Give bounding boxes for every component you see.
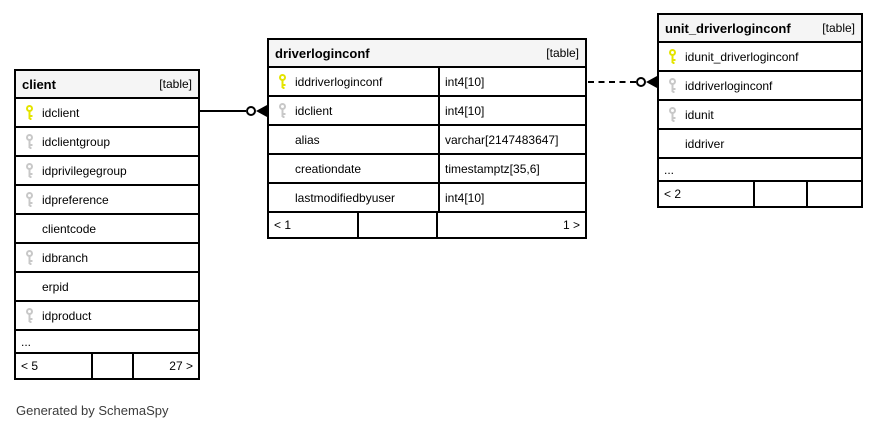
table-header[interactable]: unit_driverloginconf [table]: [659, 15, 861, 43]
foreign-key-icon: [16, 163, 42, 178]
column-name: iddriverloginconf: [295, 68, 440, 95]
column-name: idproduct: [42, 308, 92, 323]
table-body: idunit_driverloginconf iddriverloginconf i…: [659, 43, 861, 206]
column-type: int4[10]: [445, 74, 485, 89]
column-row: idclient: [16, 99, 198, 128]
footer-child-count: 1 >: [562, 218, 580, 232]
relationship-line: [200, 110, 246, 112]
table-client[interactable]: client [table] idclient idclientgroup idpr…: [14, 69, 200, 380]
table-header[interactable]: driverloginconf [table]: [269, 40, 585, 68]
column-row: lastmodifiedbyuser int4[10]: [269, 184, 585, 213]
foreign-key-icon: [16, 250, 42, 265]
column-row: iddriverloginconf: [659, 72, 861, 101]
footer-middle-cell: [359, 213, 438, 237]
footer-parent-count: < 2: [659, 182, 755, 206]
column-row: idunit: [659, 101, 861, 130]
table-title[interactable]: unit_driverloginconf: [665, 20, 791, 36]
table-type-tag: [table]: [822, 21, 855, 35]
column-name: erpid: [42, 279, 69, 294]
column-type: int4[10]: [445, 103, 485, 118]
table-unit-driverloginconf[interactable]: unit_driverloginconf [table] idunit_driv…: [657, 13, 863, 208]
primary-key-icon: [16, 105, 42, 120]
table-header[interactable]: client [table]: [16, 71, 198, 99]
column-row: idunit_driverloginconf: [659, 43, 861, 72]
table-footer: < 2: [659, 182, 861, 206]
footer-middle-cell: [93, 354, 134, 378]
column-row: idbranch: [16, 244, 198, 273]
column-name: clientcode: [42, 221, 97, 236]
column-name: idprivilegegroup: [42, 163, 127, 178]
column-row: idclient int4[10]: [269, 97, 585, 126]
column-name: creationdate: [295, 155, 440, 182]
crow-foot-icon: [256, 105, 267, 117]
footer-middle-cell: [755, 182, 808, 206]
more-columns-ellipsis: ...: [659, 159, 861, 182]
column-name: iddriver: [685, 136, 725, 151]
column-name: idclient: [42, 105, 80, 120]
foreign-key-icon: [16, 134, 42, 149]
table-type-tag: [table]: [546, 46, 579, 60]
table-title[interactable]: client: [22, 76, 56, 92]
column-row: idclientgroup: [16, 128, 198, 157]
column-name: alias: [295, 126, 440, 153]
foreign-key-icon: [659, 107, 685, 122]
foreign-key-icon: [16, 308, 42, 323]
cardinality-circle-icon: [636, 77, 646, 87]
column-row: clientcode: [16, 215, 198, 244]
column-row: iddriver: [659, 130, 861, 159]
column-name: idbranch: [42, 250, 89, 265]
cardinality-circle-icon: [246, 106, 256, 116]
column-row: creationdate timestamptz[35,6]: [269, 155, 585, 184]
column-name: idunit_driverloginconf: [685, 49, 799, 64]
table-body: idclient idclientgroup idprivilegegroup idp…: [16, 99, 198, 378]
table-driverloginconf[interactable]: driverloginconf [table] iddriverlogincon…: [267, 38, 587, 239]
column-row: idproduct: [16, 302, 198, 331]
column-name: idpreference: [42, 192, 109, 207]
footer-parent-count: < 5: [16, 354, 93, 378]
column-name: idunit: [685, 107, 714, 122]
footer-parent-count: < 1: [269, 213, 359, 237]
column-row: iddriverloginconf int4[10]: [269, 68, 585, 97]
column-row: alias varchar[2147483647]: [269, 126, 585, 155]
footer-child-count: [808, 182, 861, 206]
column-name: idclient: [295, 97, 440, 124]
column-name: iddriverloginconf: [685, 78, 773, 93]
column-row: idprivilegegroup: [16, 157, 198, 186]
column-type: int4[10]: [445, 190, 485, 205]
table-body: iddriverloginconf int4[10] idclient int4[10…: [269, 68, 585, 237]
column-row: erpid: [16, 273, 198, 302]
primary-key-icon: [659, 49, 685, 64]
crow-foot-icon: [646, 76, 657, 88]
column-type: varchar[2147483647]: [445, 132, 559, 147]
footer-child-count: 27 >: [169, 359, 193, 373]
table-footer: < 5 27 >: [16, 354, 198, 378]
column-type: timestamptz[35,6]: [445, 161, 540, 176]
foreign-key-icon: [659, 78, 685, 93]
more-columns-ellipsis: ...: [16, 331, 198, 354]
foreign-key-icon: [16, 192, 42, 207]
foreign-key-icon: [269, 103, 295, 118]
primary-key-icon: [269, 74, 295, 89]
generated-by-caption: Generated by SchemaSpy: [16, 403, 169, 418]
table-type-tag: [table]: [159, 77, 192, 91]
relationship-line: [588, 81, 636, 83]
column-row: idpreference: [16, 186, 198, 215]
table-title[interactable]: driverloginconf: [275, 45, 370, 61]
table-footer: < 1 1 >: [269, 213, 585, 237]
column-name: lastmodifiedbyuser: [295, 184, 440, 211]
column-name: idclientgroup: [42, 134, 111, 149]
